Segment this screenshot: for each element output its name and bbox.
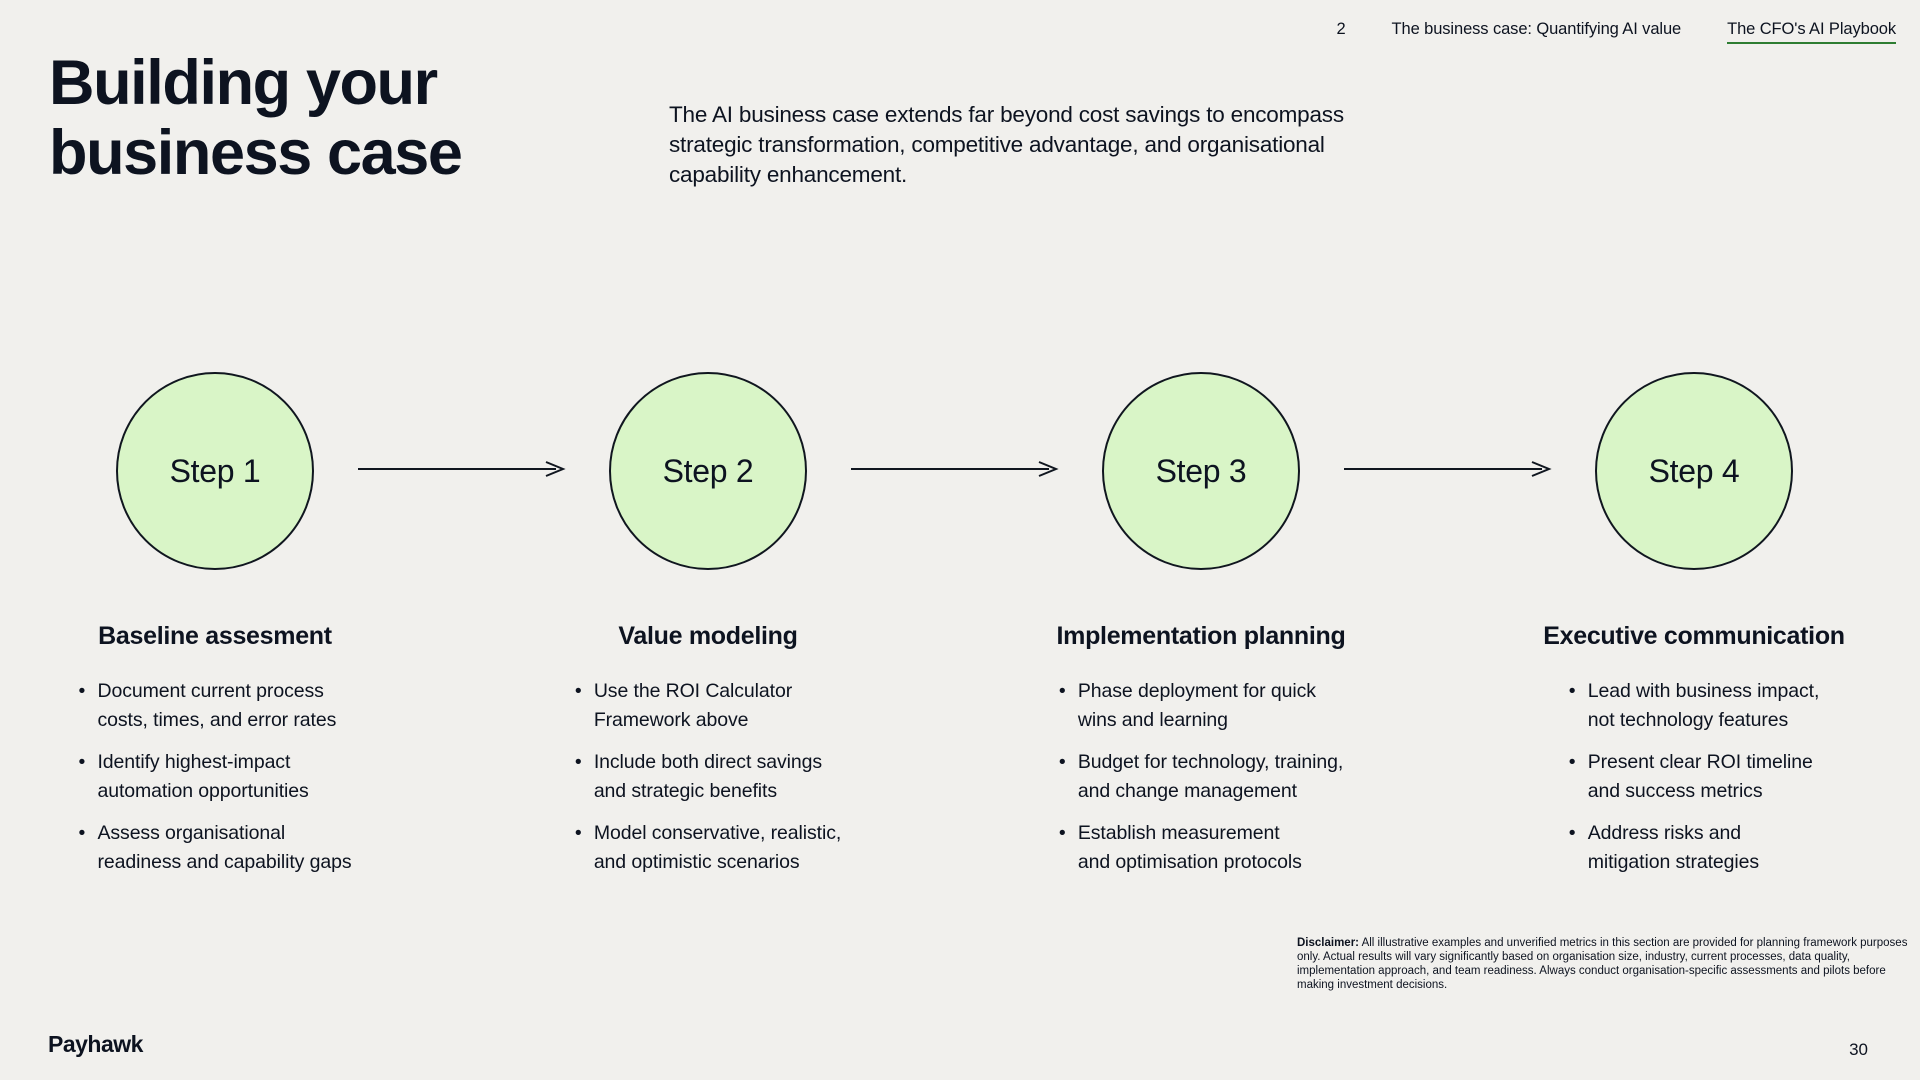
step-1-circle-label: Step 1 [169,452,261,489]
arrow-right-icon [851,461,1059,477]
step-3-heading: Implementation planning [1056,622,1346,650]
list-item: Phase deployment for quick wins and lear… [1059,677,1343,735]
list-item: Model conservative, realistic, and optim… [575,819,841,877]
steps-diagram: Step 1 Baseline assesment Document curre… [0,372,1920,892]
step-1-circle: Step 1 [116,372,314,570]
list-item: Budget for technology, training, and cha… [1059,748,1343,806]
list-item: Use the ROI Calculator Framework above [575,677,841,735]
arrow-right-icon [358,461,566,477]
step-column-4: Step 4 Executive communication Lead with… [1494,372,1894,890]
intro-paragraph: The AI business case extends far beyond … [669,102,1344,187]
arrow-right-icon [1344,461,1552,477]
list-item: Present clear ROI timeline and success m… [1569,748,1820,806]
step-4-circle: Step 4 [1595,372,1793,570]
playbook-title-link[interactable]: The CFO's AI Playbook [1727,20,1896,44]
step-4-heading: Executive communication [1543,622,1845,650]
list-item: Establish measurement and optimisation p… [1059,819,1343,877]
list-item: Identify highest-impact automation oppor… [78,748,351,806]
step-3-circle-label: Step 3 [1155,452,1247,489]
step-2-circle-label: Step 2 [662,452,754,489]
step-4-circle-label: Step 4 [1648,452,1740,489]
list-item: Include both direct savings and strategi… [575,748,841,806]
step-column-3: Step 3 Implementation planning Phase dep… [1001,372,1401,890]
page-number: 30 [1849,1040,1868,1059]
list-item: Lead with business impact, not technolog… [1569,677,1820,735]
step-2-heading: Value modeling [618,622,798,650]
step-3-circle: Step 3 [1102,372,1300,570]
payhawk-logo: Payhawk [48,1031,143,1057]
page-title: Building your business case [49,48,463,188]
disclaimer-label: Disclaimer: [1297,937,1360,949]
step-1-bullet-list: Document current process costs, times, a… [78,677,351,890]
section-title: The business case: Quantifying AI value [1391,20,1682,38]
step-3-bullet-list: Phase deployment for quick wins and lear… [1059,677,1343,890]
list-item: Document current process costs, times, a… [78,677,351,735]
section-page-indicator: 2 [1336,20,1346,38]
list-item: Address risks and mitigation strategies [1569,819,1820,877]
step-4-bullet-list: Lead with business impact, not technolog… [1569,677,1820,890]
disclaimer-text: All illustrative examples and unverified… [1297,937,1908,991]
step-column-1: Step 1 Baseline assesment Document curre… [15,372,415,890]
step-2-bullet-list: Use the ROI Calculator Framework above I… [575,677,841,890]
step-1-heading: Baseline assesment [98,622,332,650]
disclaimer: Disclaimer: All illustrative examples an… [1297,936,1909,992]
list-item: Assess organisational readiness and capa… [78,819,351,877]
step-2-circle: Step 2 [609,372,807,570]
slide-header: 2 The business case: Quantifying AI valu… [1336,20,1896,44]
step-column-2: Step 2 Value modeling Use the ROI Calcul… [508,372,908,890]
